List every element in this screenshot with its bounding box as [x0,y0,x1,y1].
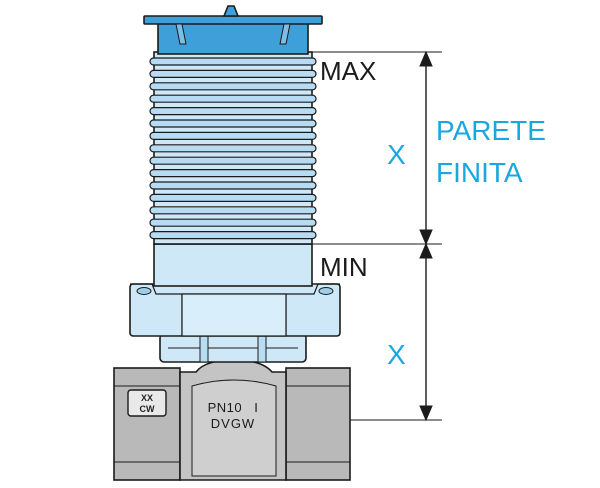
cap-tab [222,5,240,17]
sleeve-rib [149,57,317,66]
sleeve-rib [149,131,317,140]
sleeve-rib [149,218,317,227]
badge-line2: CW [140,404,155,414]
top-cap [143,5,323,55]
valve-body-right-hex [285,367,351,481]
sleeve-rib [149,193,317,202]
x-upper-label: X [387,139,406,170]
sleeve-rib [149,69,317,79]
sleeve-rib [149,206,317,215]
extension-sleeve [149,51,317,245]
sleeve-rib [149,82,317,91]
sleeve-rib [149,156,317,165]
sleeve-rib [149,106,317,116]
sleeve-rib [149,231,317,240]
valve-body [113,359,351,481]
sleeve-ribs [149,57,317,240]
parete-finita-line1: PARETE [436,115,546,146]
arrow-down-icon [419,405,433,422]
sleeve-rib [149,94,317,103]
sleeve-rib [149,181,317,190]
reference-lines [312,51,442,421]
min-label: MIN [320,252,368,282]
badge-line1: XX [141,393,153,403]
valve-body-left-hex [113,367,181,481]
body-cert-text: DVGW [211,416,255,431]
material-badge: XX CW [127,389,167,417]
dimension-upper [419,50,433,246]
arrow-up-icon [419,50,433,67]
max-label: MAX [320,56,376,86]
x-lower-label: X [387,339,406,370]
arrow-up-icon [419,242,433,259]
body-rating: PN10 [208,400,243,415]
arrow-down-icon [419,229,433,246]
min-collar [153,243,313,287]
body-rating-text: PN10 I [208,400,259,415]
lower-collar [159,333,307,363]
parete-finita-line2: FINITA [436,157,523,188]
sleeve-rib [149,119,317,128]
body-mark: I [254,400,258,415]
union-nut [129,283,341,337]
sleeve-rib [149,169,317,178]
sleeve-rib [149,144,317,153]
dimension-lower [419,242,433,422]
